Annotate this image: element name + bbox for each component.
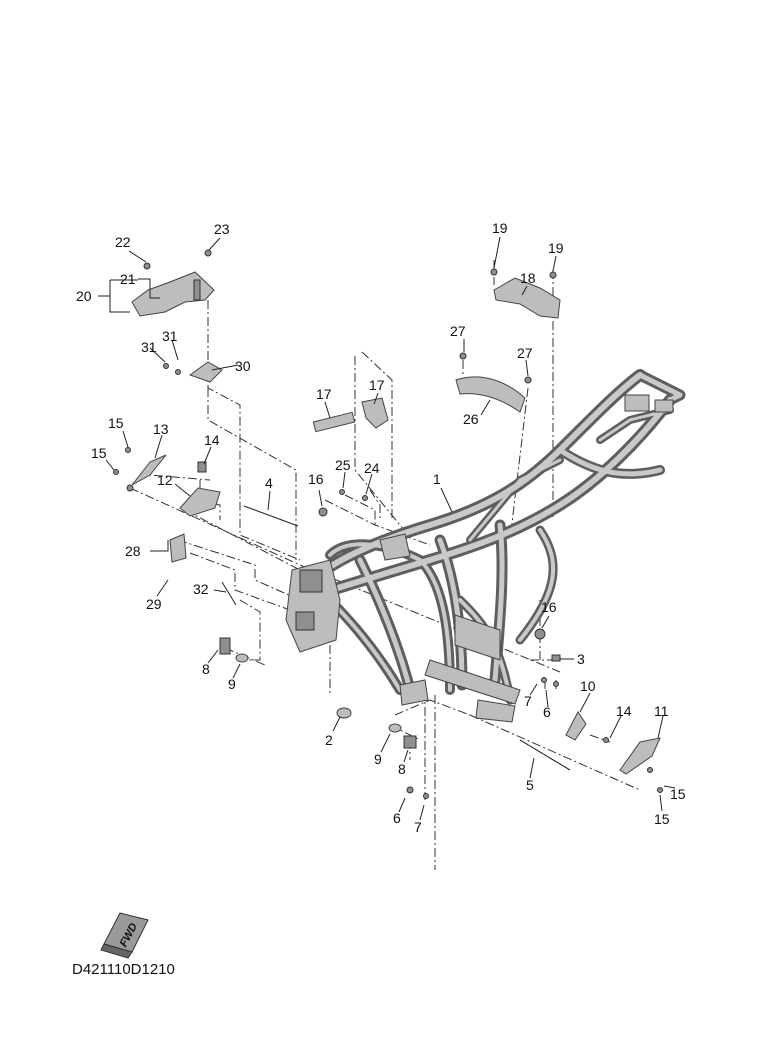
- callout-12: 12: [157, 472, 173, 488]
- callout-2: 2: [325, 732, 333, 748]
- callout-25: 25: [335, 457, 351, 473]
- assembly-lines: [129, 260, 641, 870]
- callout-13: 13: [153, 421, 169, 437]
- callout-15: 15: [108, 415, 124, 431]
- callout-30: 30: [235, 358, 251, 374]
- callout-17: 17: [369, 377, 385, 393]
- callout-16: 16: [541, 599, 557, 615]
- callout-16: 16: [308, 471, 324, 487]
- callout-11: 11: [654, 703, 669, 719]
- callout-9: 9: [228, 676, 236, 692]
- callout-10: 10: [580, 678, 596, 694]
- callout-17: 17: [316, 386, 332, 402]
- callout-27: 27: [517, 345, 533, 361]
- callout-21: 21: [120, 271, 136, 287]
- callout-24: 24: [364, 460, 380, 476]
- callout-9: 9: [374, 751, 382, 767]
- callout-14: 14: [616, 703, 632, 719]
- diagram-code: D421110D1210: [72, 961, 175, 978]
- callout-8: 8: [202, 661, 210, 677]
- callout-18: 18: [520, 270, 536, 286]
- callout-19: 19: [492, 220, 508, 236]
- callout-7: 7: [414, 819, 422, 835]
- callout-5: 5: [526, 777, 534, 793]
- fwd-arrow-icon: FWD: [100, 912, 149, 959]
- callout-28: 28: [125, 543, 141, 559]
- callout-7: 7: [524, 693, 532, 709]
- callout-20: 20: [76, 288, 92, 304]
- callout-15: 15: [670, 786, 686, 802]
- callout-4: 4: [265, 475, 273, 491]
- callout-3: 3: [577, 651, 585, 667]
- callout-1: 1: [433, 471, 441, 487]
- callout-15: 15: [654, 811, 670, 827]
- callout-labels: 1 2 3 4 5 6 6 7 7 8 8 9 9 10 11 12 13 14…: [76, 220, 686, 835]
- callout-8: 8: [398, 761, 406, 777]
- callout-26: 26: [463, 411, 479, 427]
- callout-23: 23: [214, 221, 230, 237]
- callout-27: 27: [450, 323, 466, 339]
- callout-15: 15: [91, 445, 107, 461]
- callout-31: 31: [141, 339, 157, 355]
- callout-19: 19: [548, 240, 564, 256]
- main-frame: [285, 369, 686, 723]
- callout-29: 29: [146, 596, 162, 612]
- callout-14: 14: [204, 432, 220, 448]
- callout-6: 6: [393, 810, 401, 826]
- leader-lines: [98, 236, 676, 821]
- callout-32: 32: [193, 581, 209, 597]
- separate-parts: [113, 249, 663, 799]
- callout-22: 22: [115, 234, 131, 250]
- callout-6: 6: [543, 704, 551, 720]
- callout-31: 31: [162, 328, 178, 344]
